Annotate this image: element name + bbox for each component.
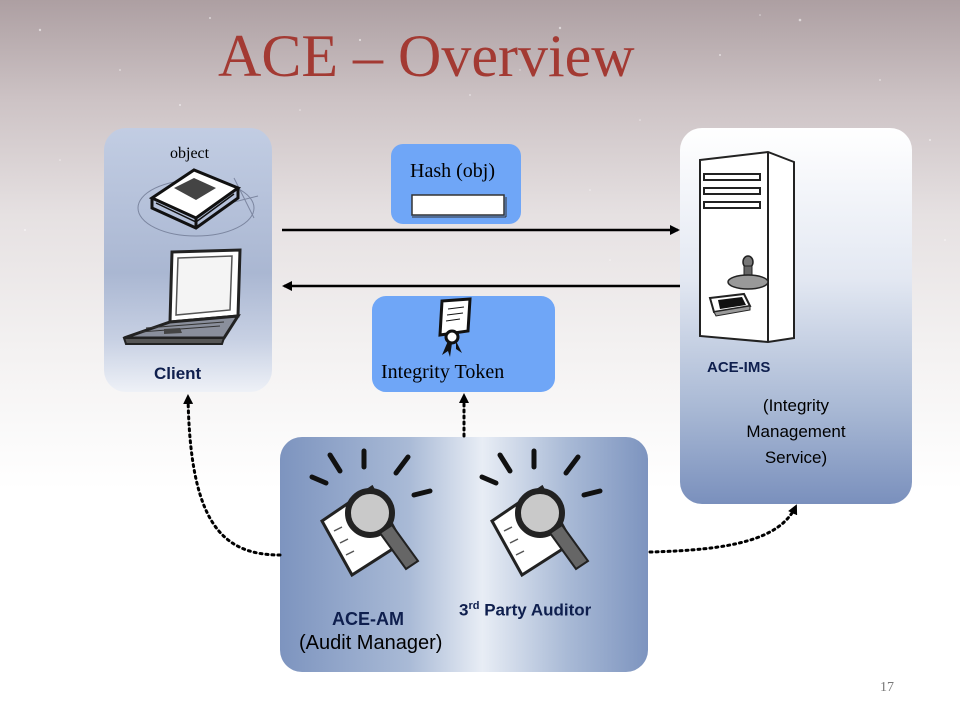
magnifier-audit-icon xyxy=(309,448,433,578)
stamp-icon xyxy=(708,255,769,317)
audit-manager-description: (Audit Manager) xyxy=(299,632,443,654)
ims-description: (Integrity Management Service) xyxy=(746,396,846,467)
auditor-ordinal-suffix: rd xyxy=(468,600,480,612)
ims-label: ACE-IMS xyxy=(707,359,771,376)
object-label: object xyxy=(170,145,210,162)
third-party-auditor-label: 3rd Party Auditor xyxy=(459,600,591,621)
server-tower-icon xyxy=(699,150,795,344)
book-object-icon xyxy=(137,168,259,237)
client-label: Client xyxy=(154,364,202,383)
auditor-ordinal: 3 xyxy=(459,600,469,620)
magnifier-auditor-icon xyxy=(479,448,603,578)
hash-document-icon xyxy=(411,194,507,218)
page-number: 17 xyxy=(880,680,894,695)
audit-to-client-arrow xyxy=(183,394,282,557)
certificate-ribbon-icon xyxy=(438,297,472,357)
laptop-icon xyxy=(122,248,242,345)
integrity-token-label: Integrity Token xyxy=(381,361,505,383)
audit-to-ims-arrow xyxy=(648,504,798,554)
slide-title: ACE – Overview xyxy=(218,23,635,89)
hash-label: Hash (obj) xyxy=(410,160,495,182)
audit-manager-label: ACE-AM xyxy=(332,609,404,629)
auditor-label-text: Party Auditor xyxy=(484,600,592,620)
